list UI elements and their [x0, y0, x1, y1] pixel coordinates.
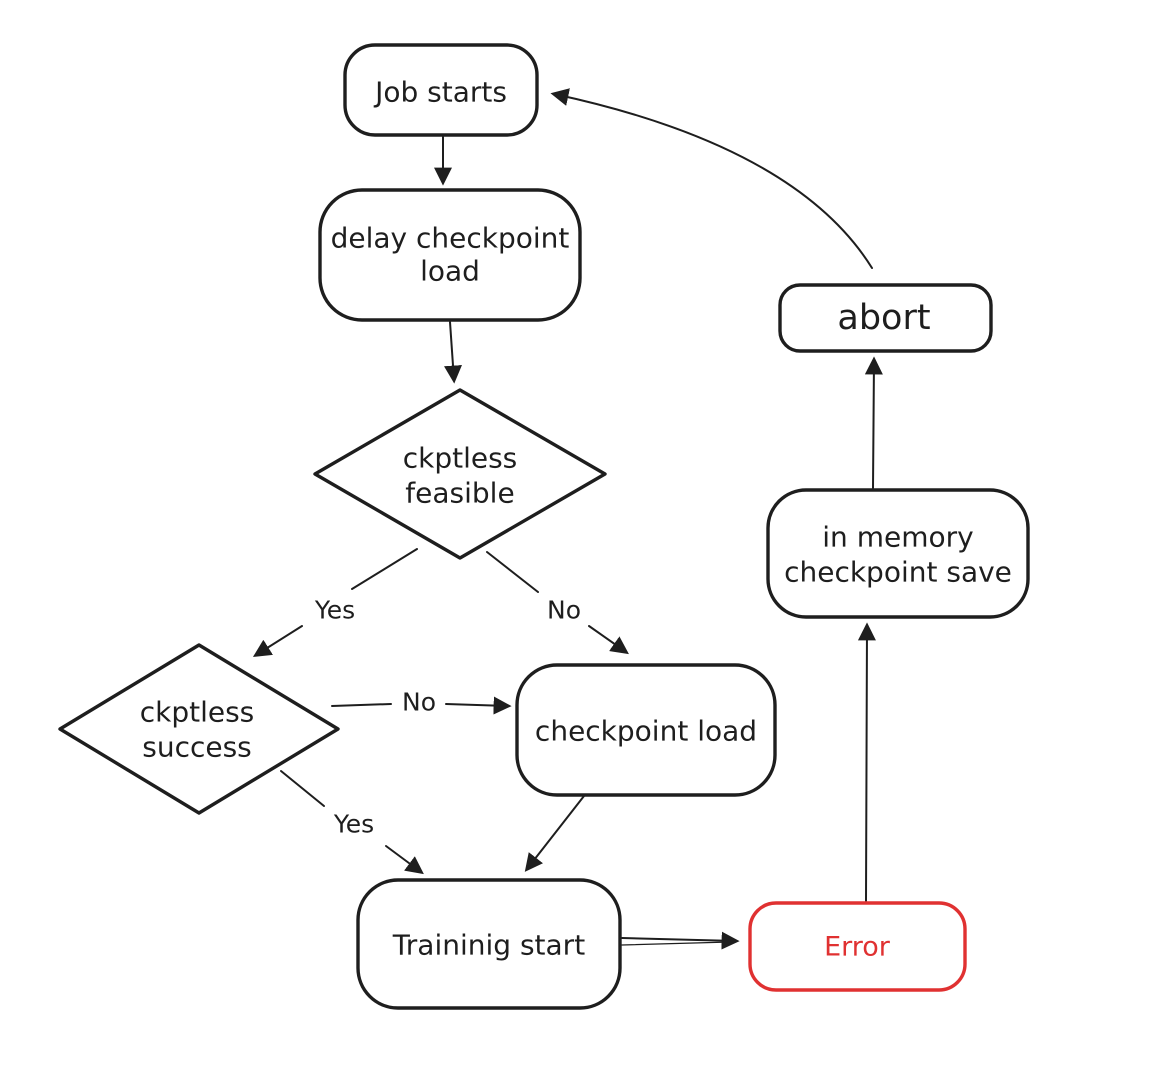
abort-shape — [778, 283, 993, 353]
arrow-success-no-to-checkpoint-load — [445, 696, 512, 715]
node-job-starts: Job starts — [343, 43, 539, 137]
abort-label: abort — [837, 298, 930, 338]
delay-checkpoint-load-shape — [318, 188, 582, 322]
arrow-feasible-no-to-checkpoint-load — [588, 625, 629, 655]
error-shape — [748, 901, 967, 992]
edge-label-success-no: No — [402, 688, 436, 717]
training-start-shape — [356, 878, 622, 1010]
job-starts-label: Job starts — [373, 76, 507, 109]
checkpoint-load-shape — [515, 663, 777, 797]
training-start-label: Traininig start — [392, 929, 585, 962]
delay-checkpoint-load-label-line1: delay checkpoint — [331, 222, 570, 255]
node-ckptless-success: ckptless success — [58, 643, 340, 815]
arrow-delay-to-feasible — [444, 321, 462, 384]
checkpoint-load-label: checkpoint load — [535, 715, 757, 748]
edges-group — [252, 88, 883, 950]
in-memory-checkpoint-save-label-line1: in memory — [822, 521, 973, 554]
arrow-error-to-in-memory — [857, 622, 876, 902]
node-training-start: Traininig start — [356, 878, 622, 1010]
edge-label-success-yes: Yes — [333, 810, 374, 839]
edge-success-yes-segment — [280, 770, 325, 807]
ckptless-success-shape — [58, 643, 340, 815]
edge-label-feasible-no: No — [547, 596, 581, 625]
ckptless-feasible-label-line1: ckptless — [403, 442, 518, 475]
arrow-in-memory-to-abort — [864, 356, 883, 489]
job-starts-shape — [343, 43, 539, 137]
in-memory-checkpoint-save-shape — [766, 488, 1030, 619]
arrow-success-yes-to-training — [385, 845, 424, 875]
edge-success-no-segment — [331, 703, 392, 707]
node-error: Error — [748, 901, 967, 992]
arrow-checkpoint-load-to-training — [524, 795, 585, 872]
delay-checkpoint-load-label-line2: load — [420, 255, 480, 288]
in-memory-checkpoint-save-label-line2: checkpoint save — [784, 556, 1012, 589]
edge-labels-group: Yes No No Yes — [314, 596, 581, 839]
arrow-training-to-error — [621, 931, 740, 950]
edge-feasible-no-segment — [486, 551, 539, 593]
arrow-feasible-yes-to-success — [252, 625, 303, 657]
edge-label-feasible-yes: Yes — [314, 596, 355, 625]
ckptless-success-label-line2: success — [142, 731, 252, 764]
arrow-abort-to-job-starts — [550, 88, 873, 269]
edge-feasible-yes-segment — [351, 548, 418, 590]
ckptless-feasible-shape — [313, 388, 607, 560]
ckptless-success-label-line1: ckptless — [140, 696, 255, 729]
error-label: Error — [824, 932, 891, 963]
node-abort: abort — [778, 283, 993, 353]
node-in-memory-checkpoint-save: in memory checkpoint save — [766, 488, 1030, 619]
node-delay-checkpoint-load: delay checkpoint load — [318, 188, 582, 322]
node-ckptless-feasible: ckptless feasible — [313, 388, 607, 560]
ckptless-feasible-label-line2: feasible — [405, 477, 514, 510]
arrow-training-to-error-stroke2 — [621, 941, 731, 946]
node-checkpoint-load: checkpoint load — [515, 663, 777, 797]
